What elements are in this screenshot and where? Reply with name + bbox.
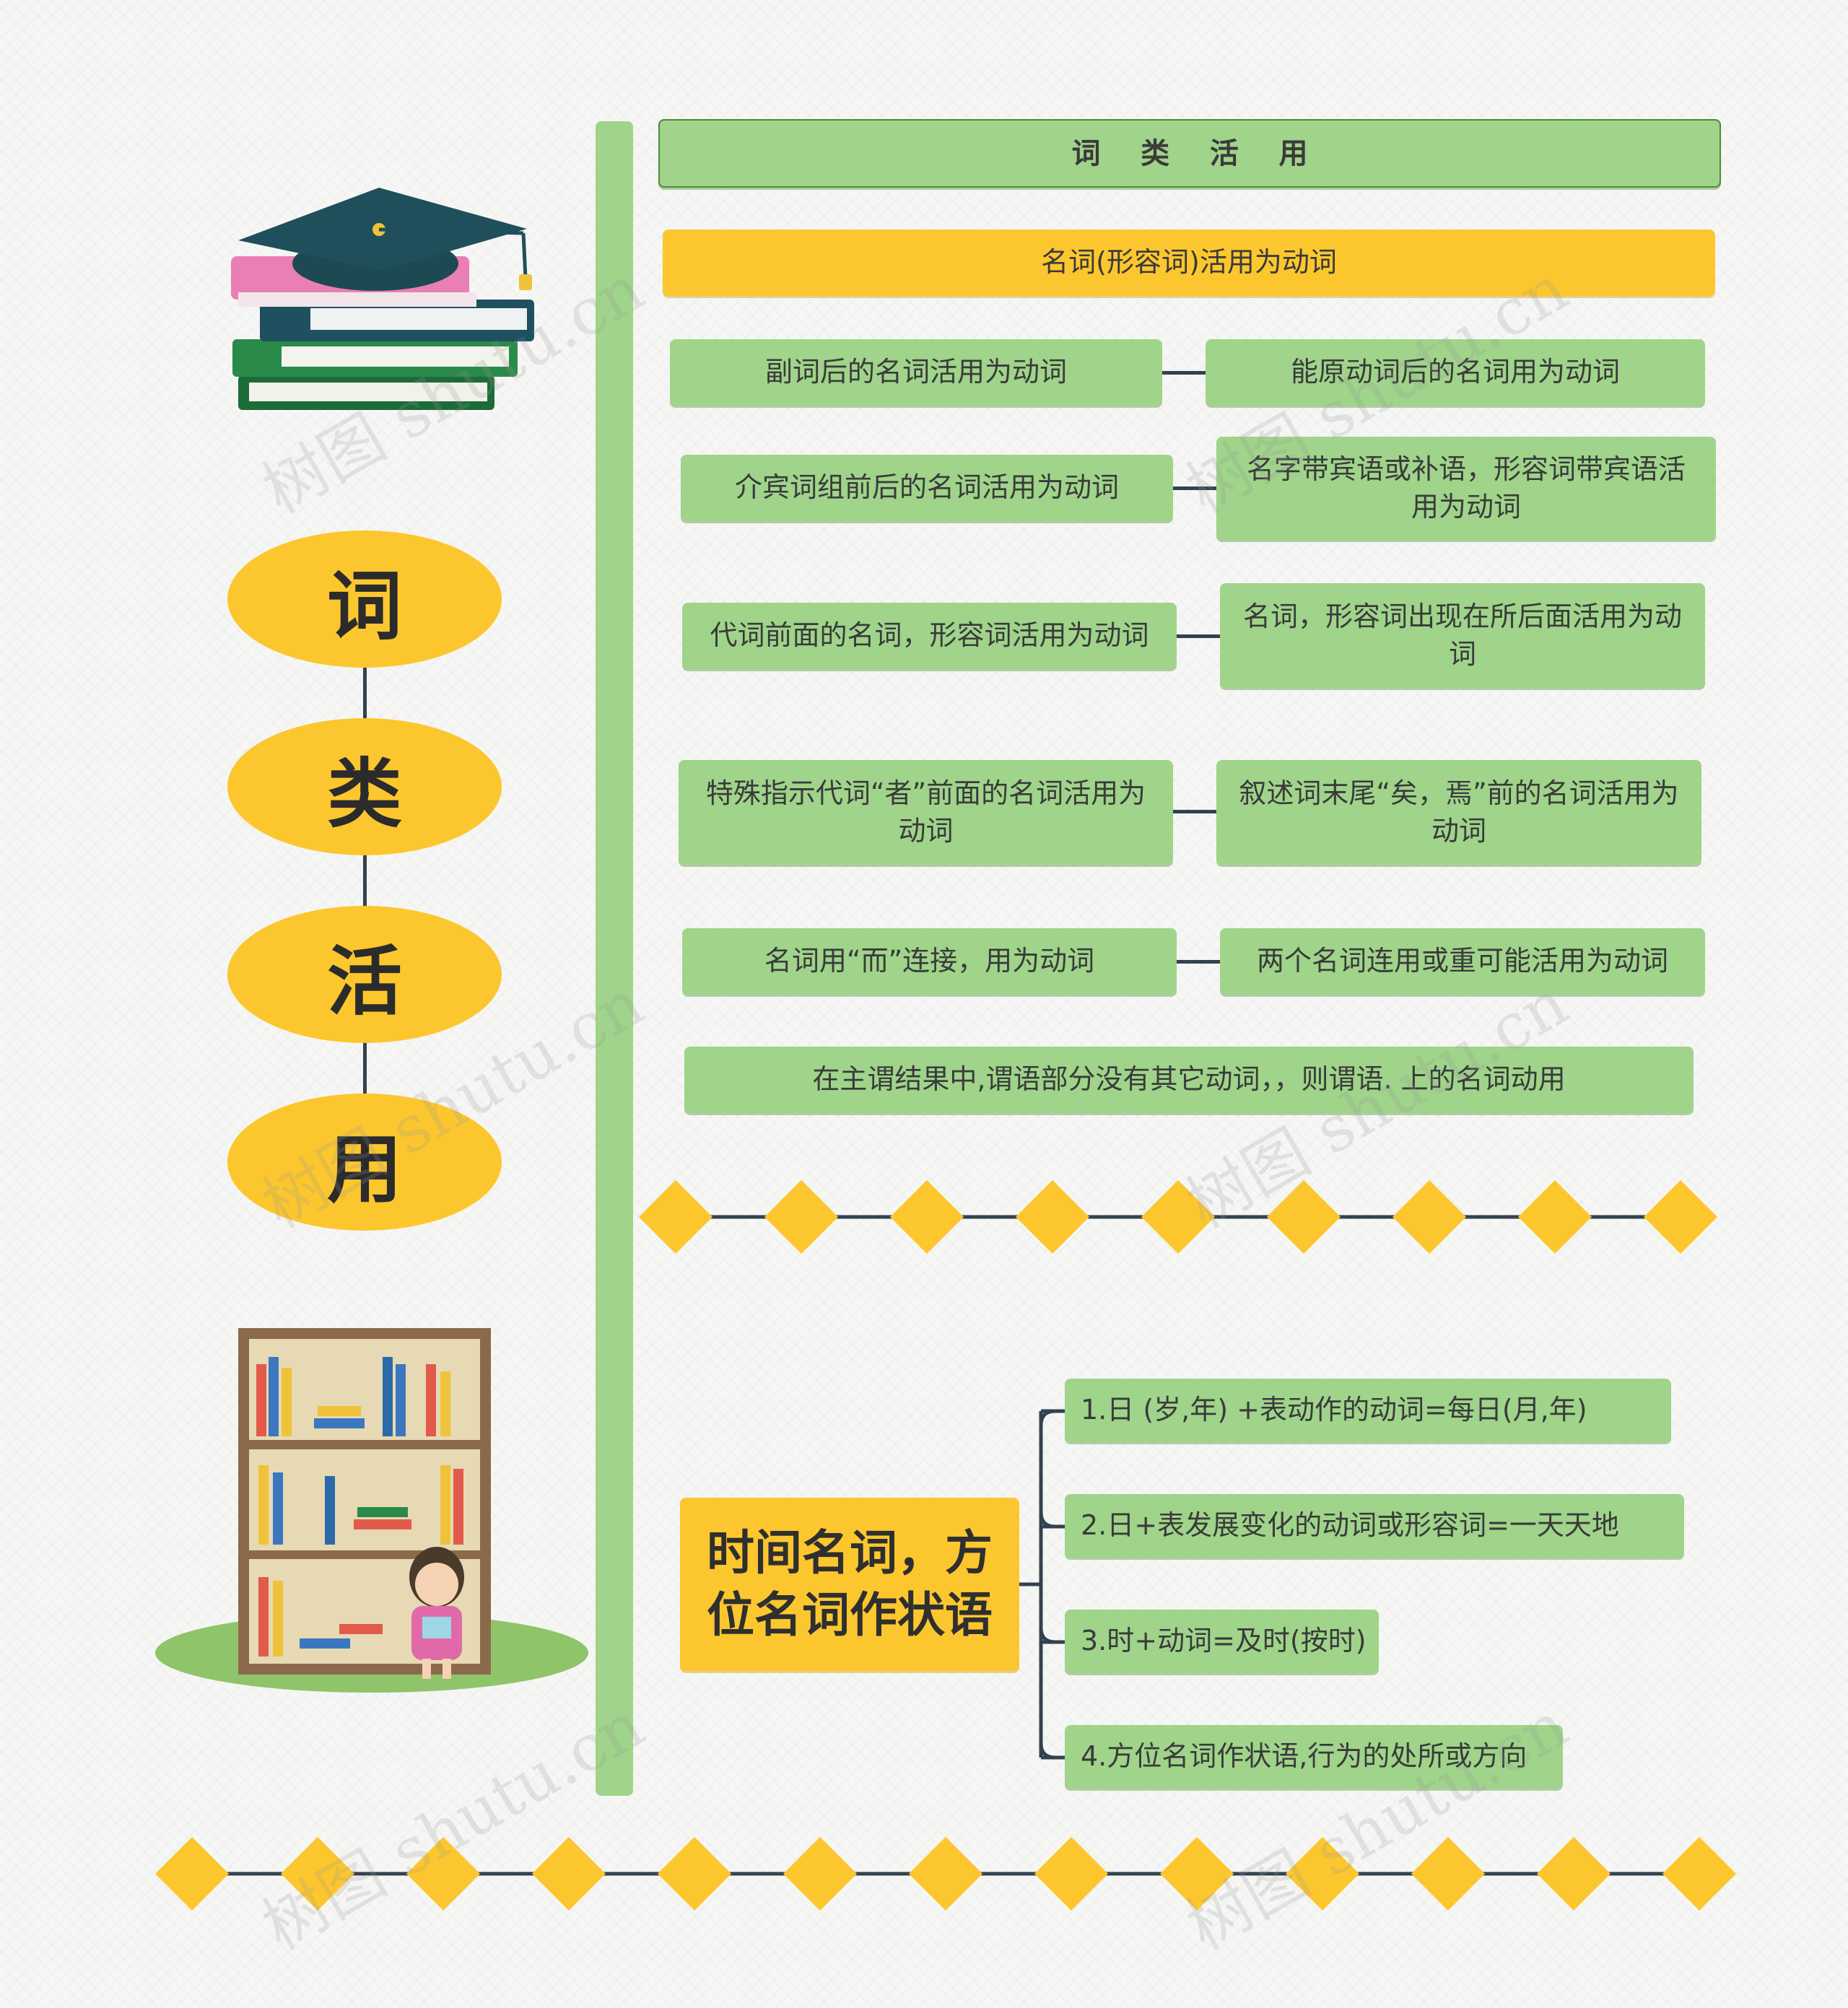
rule-right-5: 两个名词连用或重可能活用为动词 xyxy=(1220,928,1705,995)
diamond-divider-upper xyxy=(639,1180,1717,1254)
rule-left-5: 名词用“而”连接，用为动词 xyxy=(682,928,1177,995)
section2-item-1: 1.日 (岁,年) +表动作的动词=每日(月,年) xyxy=(1065,1379,1671,1442)
section2-item-2: 2.日+表发展变化的动词或形容词=一天天地 xyxy=(1065,1494,1684,1558)
title-char-2: 类 xyxy=(227,718,502,855)
title-char-1: 词 xyxy=(227,531,502,668)
row-connector-4 xyxy=(1173,810,1216,813)
row-connector-3 xyxy=(1177,634,1220,638)
header-title: 词 类 活 用 xyxy=(658,119,1721,188)
diamond-divider-lower xyxy=(155,1837,1736,1911)
section2-bracket xyxy=(1019,1409,1088,1760)
section2-title: 时间名词，方位名词作状语 xyxy=(680,1498,1019,1671)
rule-left-4: 特殊指示代词“者”前面的名词活用为动词 xyxy=(679,760,1173,865)
main-vertical-bar xyxy=(596,121,633,1796)
rule-left-2: 介宾词组前后的名词活用为动词 xyxy=(681,455,1173,521)
bookshelf-girl-illustration xyxy=(155,1328,588,1693)
title-char-4: 用 xyxy=(227,1094,502,1231)
row-connector-2 xyxy=(1173,486,1216,490)
rule-right-4: 叙述词末尾“矣，焉”前的名词活用为动词 xyxy=(1216,760,1701,865)
rule-right-1: 能原动词后的名词用为动词 xyxy=(1206,339,1705,406)
rule-bottom: 在主谓结果中,谓语部分没有其它动词，，则谓语. 上的名词动用 xyxy=(684,1047,1694,1113)
rule-left-1: 副词后的名词活用为动词 xyxy=(670,339,1162,406)
graduation-cap-books-illustration xyxy=(231,188,534,410)
rule-right-3: 名词，形容词出现在所后面活用为动词 xyxy=(1220,583,1705,688)
title-char-3: 活 xyxy=(227,906,502,1043)
watermark: 树图 shutu.cn xyxy=(1174,1687,1580,1965)
section2-item-3: 3.时+动词=及时(按时) xyxy=(1065,1610,1379,1673)
rule-right-2: 名字带宾语或补语，形容词带宾语活用为动词 xyxy=(1216,437,1716,540)
row-connector-1 xyxy=(1162,371,1206,375)
rule-left-3: 代词前面的名词，形容词活用为动词 xyxy=(682,603,1177,669)
row-connector-5 xyxy=(1177,960,1220,964)
section2-item-4: 4.方位名词作状语,行为的处所或方向 xyxy=(1065,1725,1563,1789)
section1-title: 名词(形容词)活用为动词 xyxy=(663,230,1715,296)
